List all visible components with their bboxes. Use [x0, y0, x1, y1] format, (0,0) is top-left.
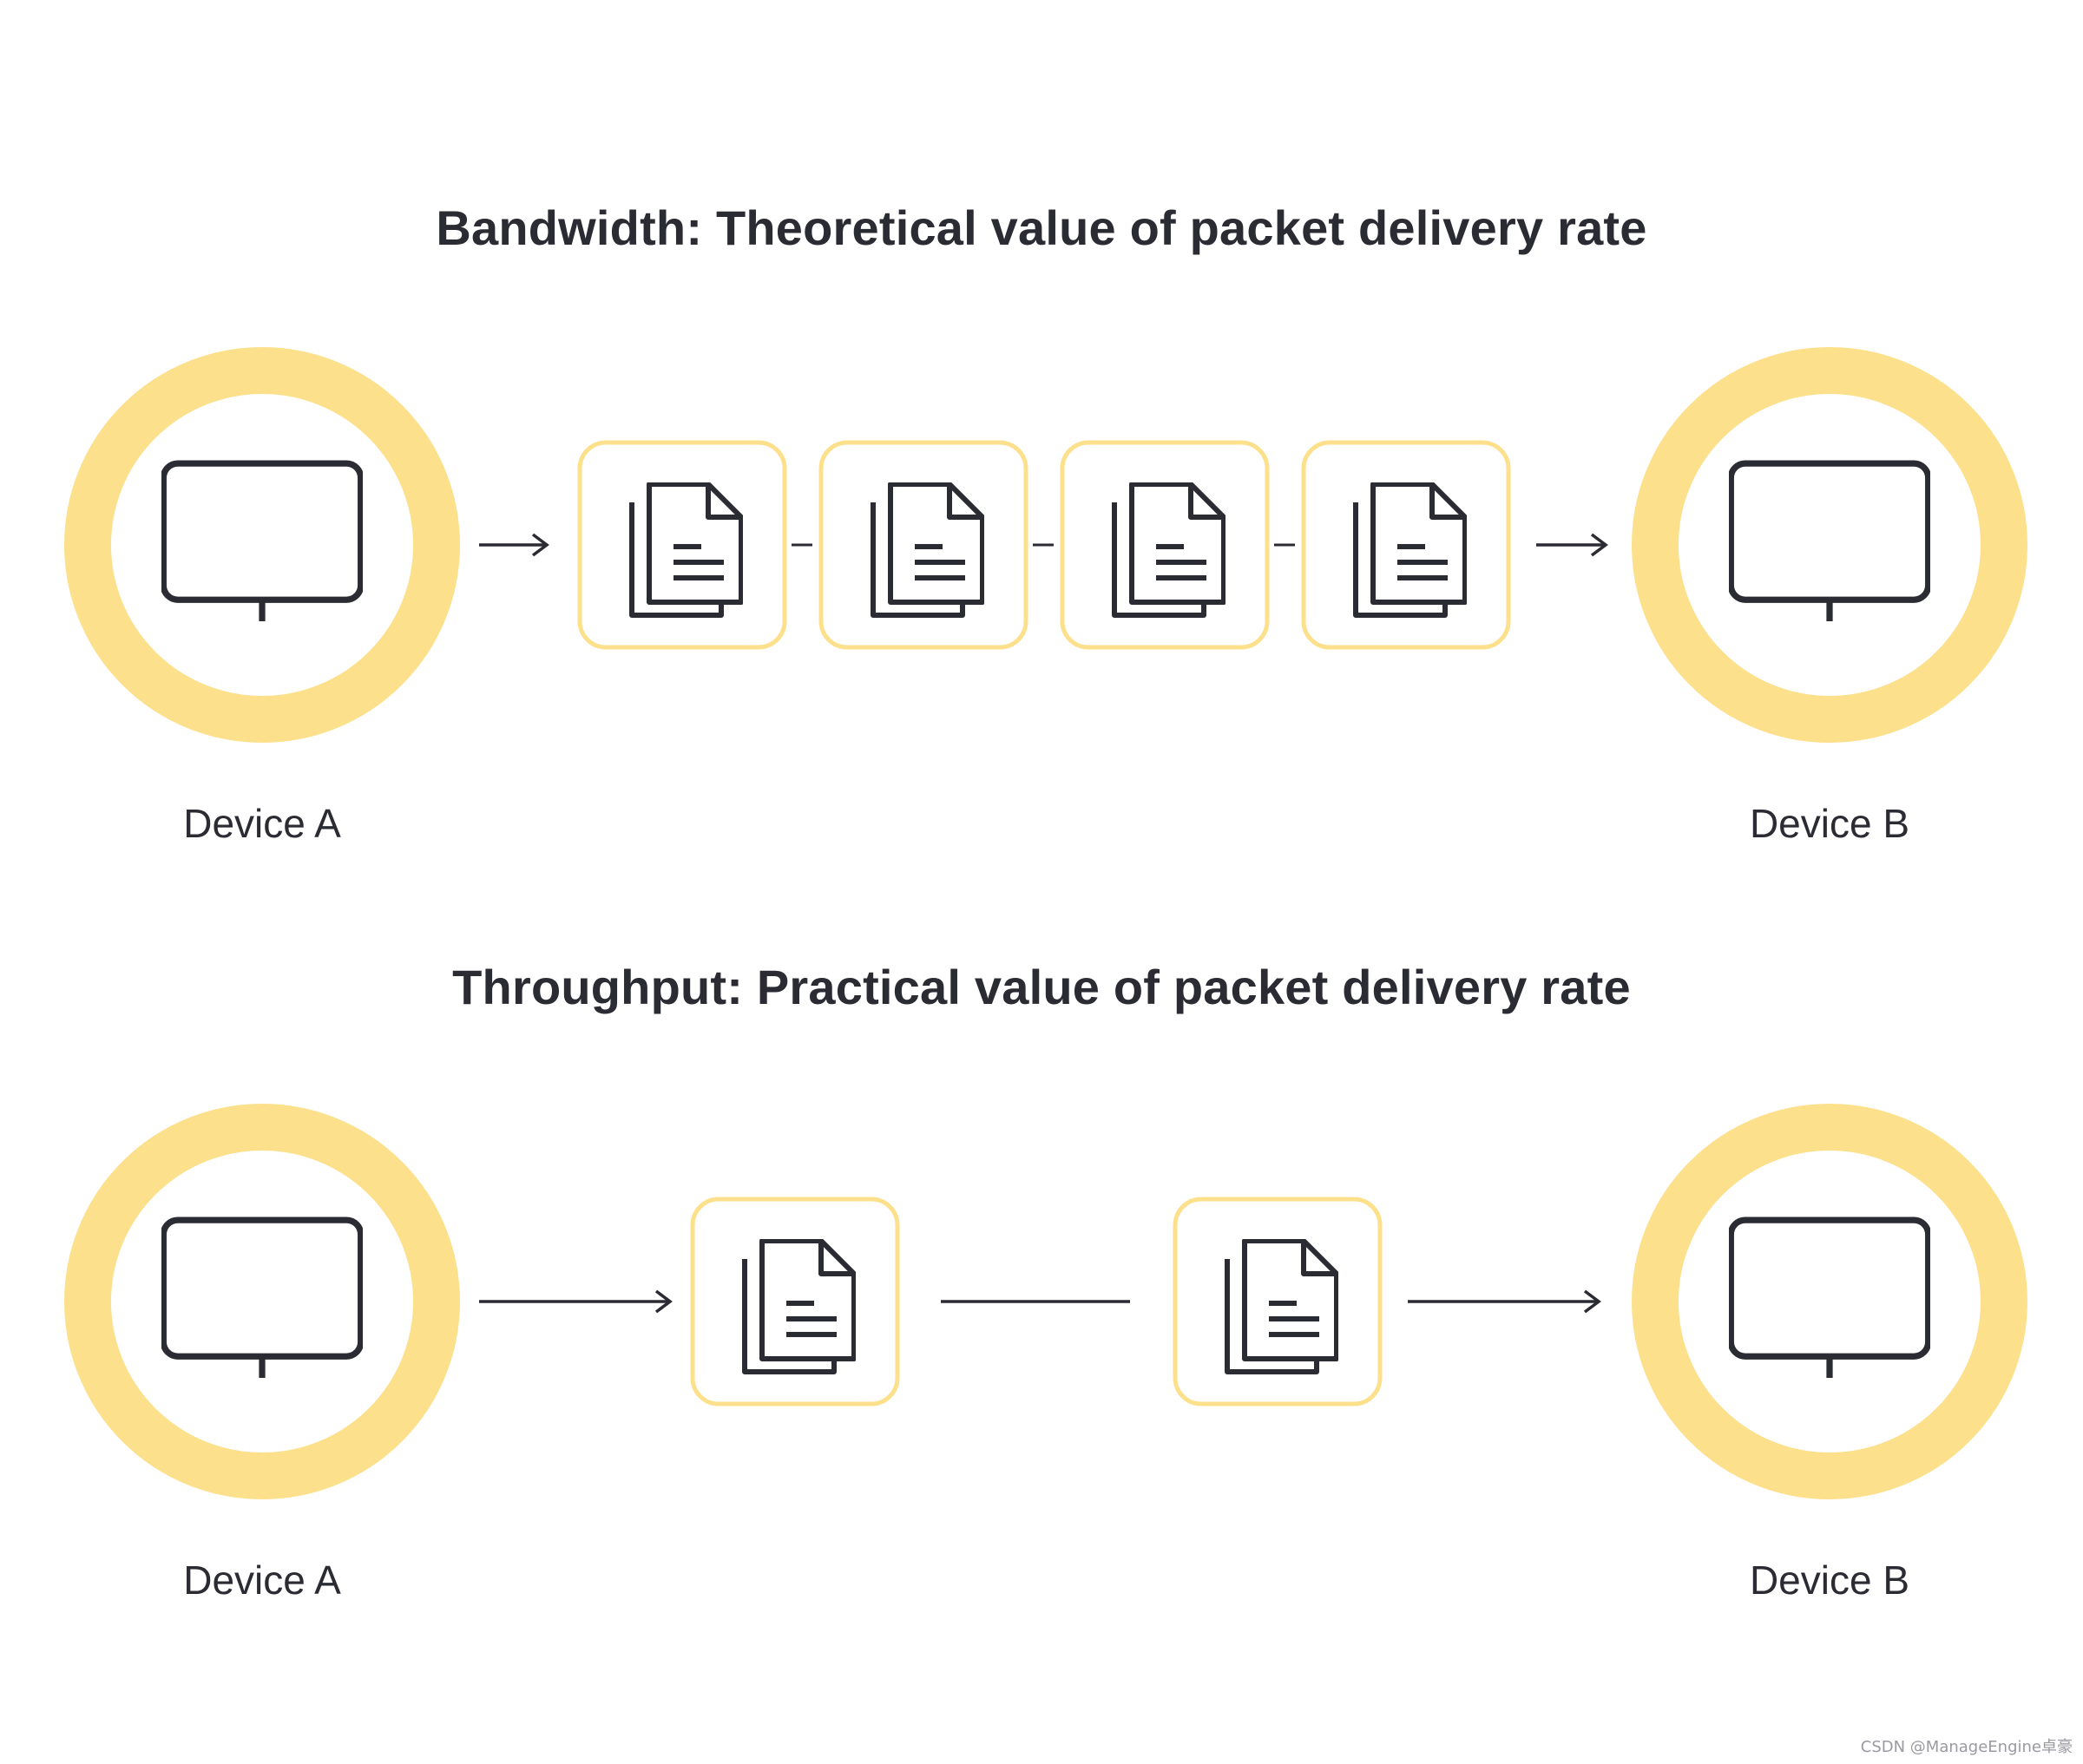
monitor-icon: [1731, 1220, 1928, 1396]
packet-box: [1301, 440, 1511, 650]
monitor-icon: [163, 1220, 360, 1396]
monitor-icon: [1731, 463, 1928, 639]
device-a-node: [64, 1104, 460, 1499]
document-icon: [1356, 484, 1465, 615]
packet-box: [577, 440, 787, 650]
device-a-label: Device A: [183, 1557, 341, 1603]
arrow-right-icon: [1408, 1289, 1601, 1314]
document-icon: [873, 484, 982, 615]
arrow-right-icon: [1536, 533, 1608, 557]
device-b-label: Device B: [1749, 1557, 1910, 1603]
bandwidth-title: Bandwidth: Theoretical value of packet d…: [436, 200, 1647, 255]
packet-box: [1060, 440, 1270, 650]
document-icon: [632, 484, 741, 615]
monitor-icon: [163, 463, 360, 639]
arrow-right-icon: [479, 533, 549, 557]
device-b-node: [1632, 1104, 2027, 1499]
device-a-label: Device A: [183, 801, 341, 846]
watermark: CSDN @ManageEngine卓豪: [1860, 1738, 2073, 1756]
document-icon: [1114, 484, 1224, 615]
throughput-row: [64, 1104, 2027, 1499]
device-b-node: [1632, 347, 2027, 743]
packet-box: [690, 1197, 900, 1407]
bandwidth-row: [64, 347, 2027, 743]
arrow-right-icon: [479, 1289, 673, 1314]
document-icon: [745, 1241, 854, 1372]
packet-box: [1173, 1197, 1383, 1407]
device-a-node: [64, 347, 460, 743]
document-icon: [1227, 1241, 1337, 1372]
throughput-title: Throughput: Practical value of packet de…: [452, 960, 1631, 1014]
packet-box: [818, 440, 1028, 650]
device-b-label: Device B: [1749, 801, 1910, 846]
